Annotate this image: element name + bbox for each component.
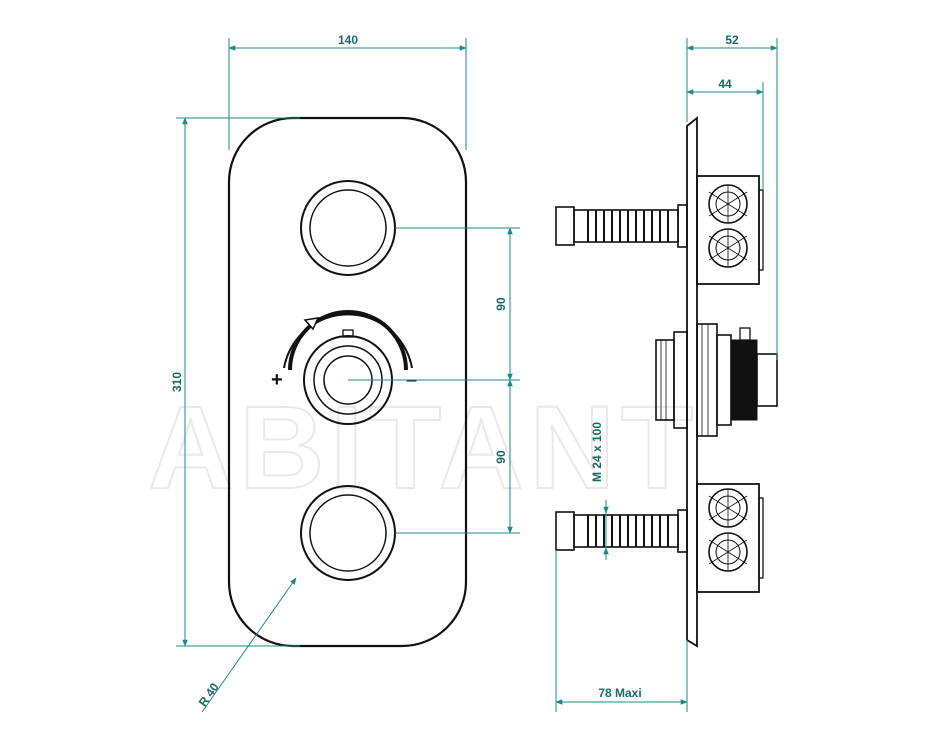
bottom-valve-body bbox=[696, 483, 764, 593]
width-label: 140 bbox=[338, 33, 358, 47]
thermostatic-cartridge bbox=[655, 323, 778, 437]
max-length-label: 78 Maxi bbox=[598, 686, 641, 700]
temperature-scale-arc bbox=[283, 313, 413, 369]
bottom-spindle bbox=[555, 509, 688, 553]
total-depth-label: 52 bbox=[725, 33, 739, 47]
temperature-scale-band bbox=[288, 310, 408, 371]
front-view: + – 140 310 90 90 R 40 bbox=[170, 33, 520, 713]
top-valve-body bbox=[696, 175, 764, 285]
handle-index-mark bbox=[342, 329, 354, 338]
body-depth-label: 44 bbox=[718, 77, 732, 91]
upper-spacing-label: 90 bbox=[494, 297, 508, 311]
safety-stop-triangle-icon bbox=[303, 317, 320, 331]
side-cover-plate bbox=[686, 116, 698, 648]
top-diverter-knob bbox=[300, 180, 396, 276]
total-depth-dimension bbox=[686, 38, 778, 360]
lower-spacing-label: 90 bbox=[494, 450, 508, 464]
radius-label: R 40 bbox=[196, 680, 222, 709]
height-label: 310 bbox=[170, 372, 184, 392]
thread-size-label: M 24 x 100 bbox=[590, 422, 604, 482]
height-dimension bbox=[176, 117, 300, 647]
top-spindle bbox=[555, 204, 688, 248]
width-dimension bbox=[228, 38, 467, 150]
hot-plus-symbol: + bbox=[271, 369, 283, 391]
body-depth-dimension bbox=[686, 82, 764, 190]
side-view: 52 44 M 24 x 100 78 Maxi bbox=[555, 33, 778, 712]
cover-plate bbox=[227, 116, 468, 648]
radius-leader bbox=[201, 577, 297, 713]
max-length-dimension bbox=[555, 550, 688, 712]
spacing-dimension bbox=[348, 227, 520, 534]
watermark: ABITANT bbox=[148, 382, 699, 514]
